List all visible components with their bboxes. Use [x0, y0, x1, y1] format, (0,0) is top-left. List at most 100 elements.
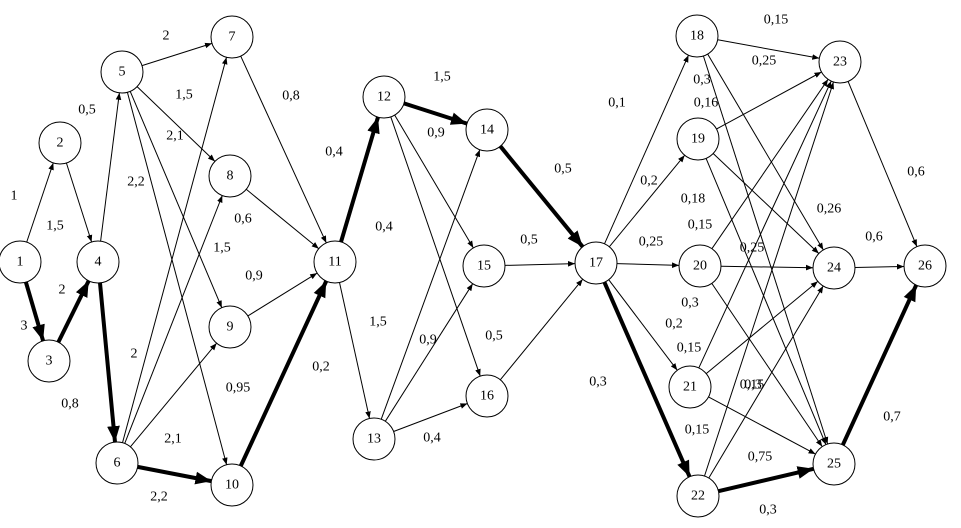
- node-22: 22: [676, 474, 720, 518]
- edge-label-22-24: 0,75: [748, 450, 773, 465]
- edge-7-11: [240, 55, 327, 244]
- edge-17-18: [604, 54, 689, 245]
- edge-label-24-26: 0,6: [865, 230, 883, 245]
- edge-21-23: [698, 80, 832, 369]
- node-label-9: 9: [227, 320, 234, 335]
- node-circle-2: [38, 121, 82, 165]
- edge-13-16: [393, 403, 468, 432]
- edge-14-17: [498, 144, 585, 249]
- edge-label-6-10: 2,2: [150, 490, 168, 505]
- edge-11-12: [339, 116, 380, 243]
- edge-label-20-25: 0,3: [681, 296, 699, 311]
- edge-label-5-10: 2,2: [127, 175, 145, 190]
- node-label-13: 13: [367, 432, 381, 447]
- node-circle-16: [465, 374, 509, 418]
- node-label-20: 20: [693, 259, 707, 274]
- edge-label-10-11: 0,95: [226, 381, 251, 396]
- edge-17-19: [608, 154, 686, 248]
- edge-22-25: [717, 466, 815, 494]
- edge-19-25: [705, 158, 827, 445]
- node-3: 3: [27, 339, 71, 383]
- edge-label-20-24: 0,25: [740, 241, 765, 256]
- node-19: 19: [676, 117, 720, 161]
- node-1: 1: [0, 240, 42, 284]
- edge-10-11: [238, 280, 329, 467]
- edge-label-22-25: 0,3: [759, 503, 777, 518]
- node-label-24: 24: [827, 261, 841, 276]
- edge-label-15-17: 0,5: [520, 233, 538, 248]
- edge-label-5-7: 2: [163, 29, 170, 44]
- edge-label-6-8: 2: [131, 347, 138, 362]
- edge-label-12-16: 0,4: [375, 220, 393, 235]
- edge-label-4-5: 0,5: [78, 103, 96, 118]
- node-label-19: 19: [691, 132, 705, 147]
- node-7: 7: [210, 15, 254, 59]
- node-layer: 1234567891011121314151617181920212223242…: [0, 14, 947, 518]
- node-label-6: 6: [114, 456, 121, 471]
- edge-label-1-3: 3: [21, 319, 28, 334]
- edge-label-17-19: 0,2: [640, 174, 658, 189]
- edge-25-26: [840, 284, 919, 446]
- edge-13-14: [380, 149, 481, 420]
- edge-4-5: [100, 92, 122, 242]
- node-11: 11: [313, 240, 357, 284]
- node-label-2: 2: [57, 136, 64, 151]
- node-circle-21: [668, 365, 712, 409]
- edge-18-23: [717, 39, 820, 60]
- node-label-16: 16: [480, 389, 494, 404]
- edge-17-20: [616, 262, 680, 268]
- edge-label-11-12: 0,4: [325, 145, 343, 160]
- node-label-3: 3: [46, 354, 53, 369]
- edge-label-17-20: 0,25: [639, 235, 664, 250]
- node-6: 6: [95, 441, 139, 485]
- node-9: 9: [208, 305, 252, 349]
- edge-label-23-26: 0,6: [907, 165, 925, 180]
- edge-label-13-16: 0,4: [423, 431, 441, 446]
- edge-label-22-23: 0,15: [740, 378, 765, 393]
- node-circle-14: [465, 108, 509, 152]
- edge-5-9: [129, 91, 223, 308]
- node-20: 20: [678, 244, 722, 288]
- edge-label-21-23: 0,15: [677, 341, 702, 356]
- edge-label-17-22: 0,3: [589, 375, 607, 390]
- edge-label-4-6: 0,8: [61, 397, 79, 412]
- edge-label-5-9: 2,1: [166, 129, 184, 144]
- node-15: 15: [462, 244, 506, 288]
- node-23: 23: [818, 40, 862, 84]
- edge-label-12-14: 1,5: [433, 70, 451, 85]
- edge-label-8-11: 0,6: [234, 212, 252, 227]
- edge-label-12-15: 0,9: [427, 126, 445, 141]
- edge-11-13: [339, 282, 371, 419]
- node-label-12: 12: [377, 90, 391, 105]
- edge-6-7: [122, 57, 228, 443]
- node-circle-11: [313, 240, 357, 284]
- node-label-18: 18: [690, 29, 704, 44]
- edge-layer: [23, 39, 919, 494]
- edge-label-17-21: 0,2: [665, 317, 683, 332]
- edge-label-7-11: 0,8: [282, 89, 300, 104]
- node-circle-5: [100, 50, 144, 94]
- node-12: 12: [362, 75, 406, 119]
- edge-21-25: [708, 396, 816, 455]
- node-circle-22: [676, 474, 720, 518]
- edge-18-24: [707, 53, 824, 251]
- node-circle-25: [812, 442, 856, 486]
- edge-label-5-8: 1,5: [175, 88, 193, 103]
- node-circle-8: [208, 154, 252, 198]
- edge-label-9-11: 0,9: [245, 269, 263, 284]
- node-25: 25: [812, 442, 856, 486]
- edge-label-17-18: 0,1: [608, 96, 626, 111]
- node-4: 4: [76, 240, 120, 284]
- node-circle-9: [208, 305, 252, 349]
- node-13: 13: [352, 417, 396, 461]
- edge-20-23: [711, 79, 829, 249]
- node-circle-6: [95, 441, 139, 485]
- node-circle-26: [903, 244, 947, 288]
- node-circle-10: [210, 463, 254, 507]
- node-label-8: 8: [227, 169, 234, 184]
- node-circle-1: [0, 240, 42, 284]
- edge-label-21-24: 0,15: [685, 423, 710, 438]
- edge-9-11: [247, 272, 318, 317]
- edge-18-25: [702, 55, 829, 445]
